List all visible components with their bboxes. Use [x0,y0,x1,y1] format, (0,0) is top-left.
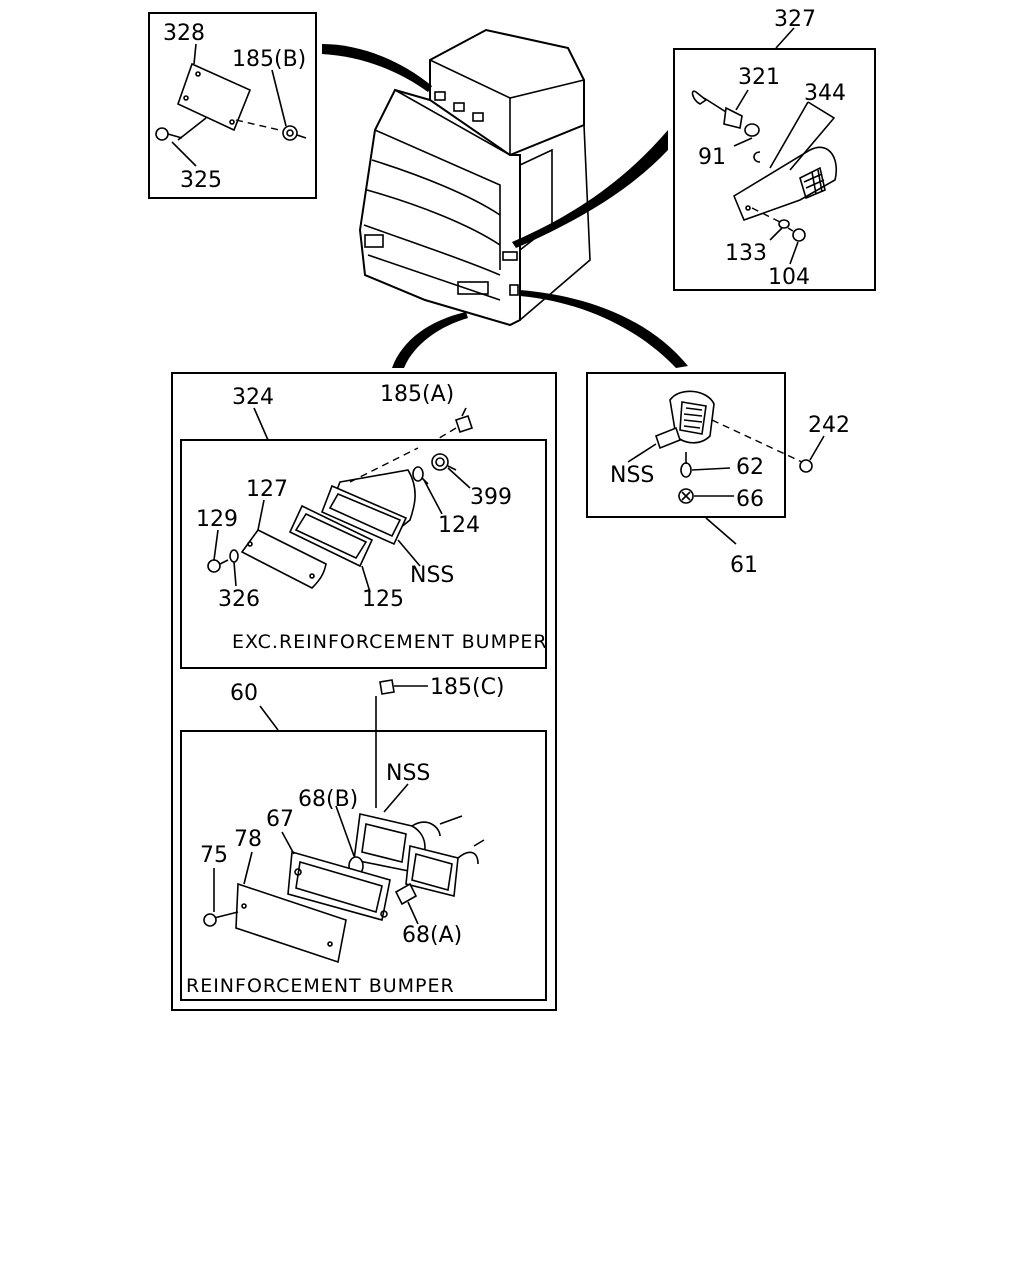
box-61-frame [586,372,786,518]
label-75: 75 [200,843,228,868]
leader-cable-right-lower [520,290,688,368]
part-399-grommet [431,453,457,471]
label-68b: 68(B) [298,787,358,812]
part-125-gasket [288,504,374,568]
label-nss-mid: NSS [386,761,430,786]
part-344-lens [732,146,837,222]
label-68a: 68(A) [402,923,462,948]
label-129: 129 [196,507,238,532]
part-75-screw [203,911,239,927]
part-127-lens [240,528,327,589]
part-62-bulb [680,452,692,478]
box-328-frame [148,12,317,199]
label-91: 91 [698,145,726,170]
part-61-lamp [655,390,715,450]
label-185c: 185(C) [430,675,505,700]
label-133: 133 [725,241,767,266]
label-67: 67 [266,807,294,832]
label-344: 344 [804,81,846,106]
label-62: 62 [736,455,764,480]
part-104-screw [787,227,806,242]
caption-exc-reinforcement-bumper: EXC.REINFORCEMENT BUMPER [232,631,548,653]
leader-cable-top-left [322,44,432,92]
label-328: 328 [163,21,205,46]
part-78-lens [235,882,347,964]
label-124: 124 [438,513,480,538]
label-nss-right: NSS [610,463,654,488]
part-325-screw [155,127,183,141]
label-127: 127 [246,477,288,502]
label-326: 326 [218,587,260,612]
label-321: 321 [738,65,780,90]
part-129-screw [207,559,229,573]
part-67-gasket [287,850,391,922]
label-125: 125 [362,587,404,612]
label-185b: 185(B) [232,47,306,72]
part-185c-clip [379,679,395,695]
leader-cable-bottom [392,312,468,368]
caption-reinforcement-bumper: REINFORCEMENT BUMPER [186,975,455,997]
part-185a-clip [454,407,474,434]
box-324-frame [180,439,547,669]
part-242-screw [799,459,813,473]
part-68a-bulb [394,882,418,906]
label-104: 104 [768,265,810,290]
label-325: 325 [180,168,222,193]
part-124-bulb [412,466,429,485]
part-twin-lamp-housing [353,813,485,897]
label-60: 60 [230,681,258,706]
label-61: 61 [730,553,758,578]
part-91-bulb [753,151,761,163]
label-242: 242 [808,413,850,438]
label-399: 399 [470,485,512,510]
part-328-plate [177,62,289,141]
label-78: 78 [234,827,262,852]
part-66-socket [678,488,694,504]
part-lamp-housing-top [320,469,416,546]
label-324: 324 [232,385,274,410]
part-326-washer [229,549,239,563]
label-185a: 185(A) [380,382,454,407]
part-321-socket [691,90,760,137]
label-66: 66 [736,487,764,512]
label-327: 327 [774,7,816,32]
part-185b-nut [282,125,307,141]
box-bumper-lamps-frame [171,372,557,1011]
truck-cab-illustration [358,28,591,327]
leader-cable-right-upper [512,130,668,248]
box-60-frame [180,730,547,1001]
box-327-frame [673,48,876,291]
label-nss-top: NSS [410,563,454,588]
part-133-washer [778,219,790,229]
